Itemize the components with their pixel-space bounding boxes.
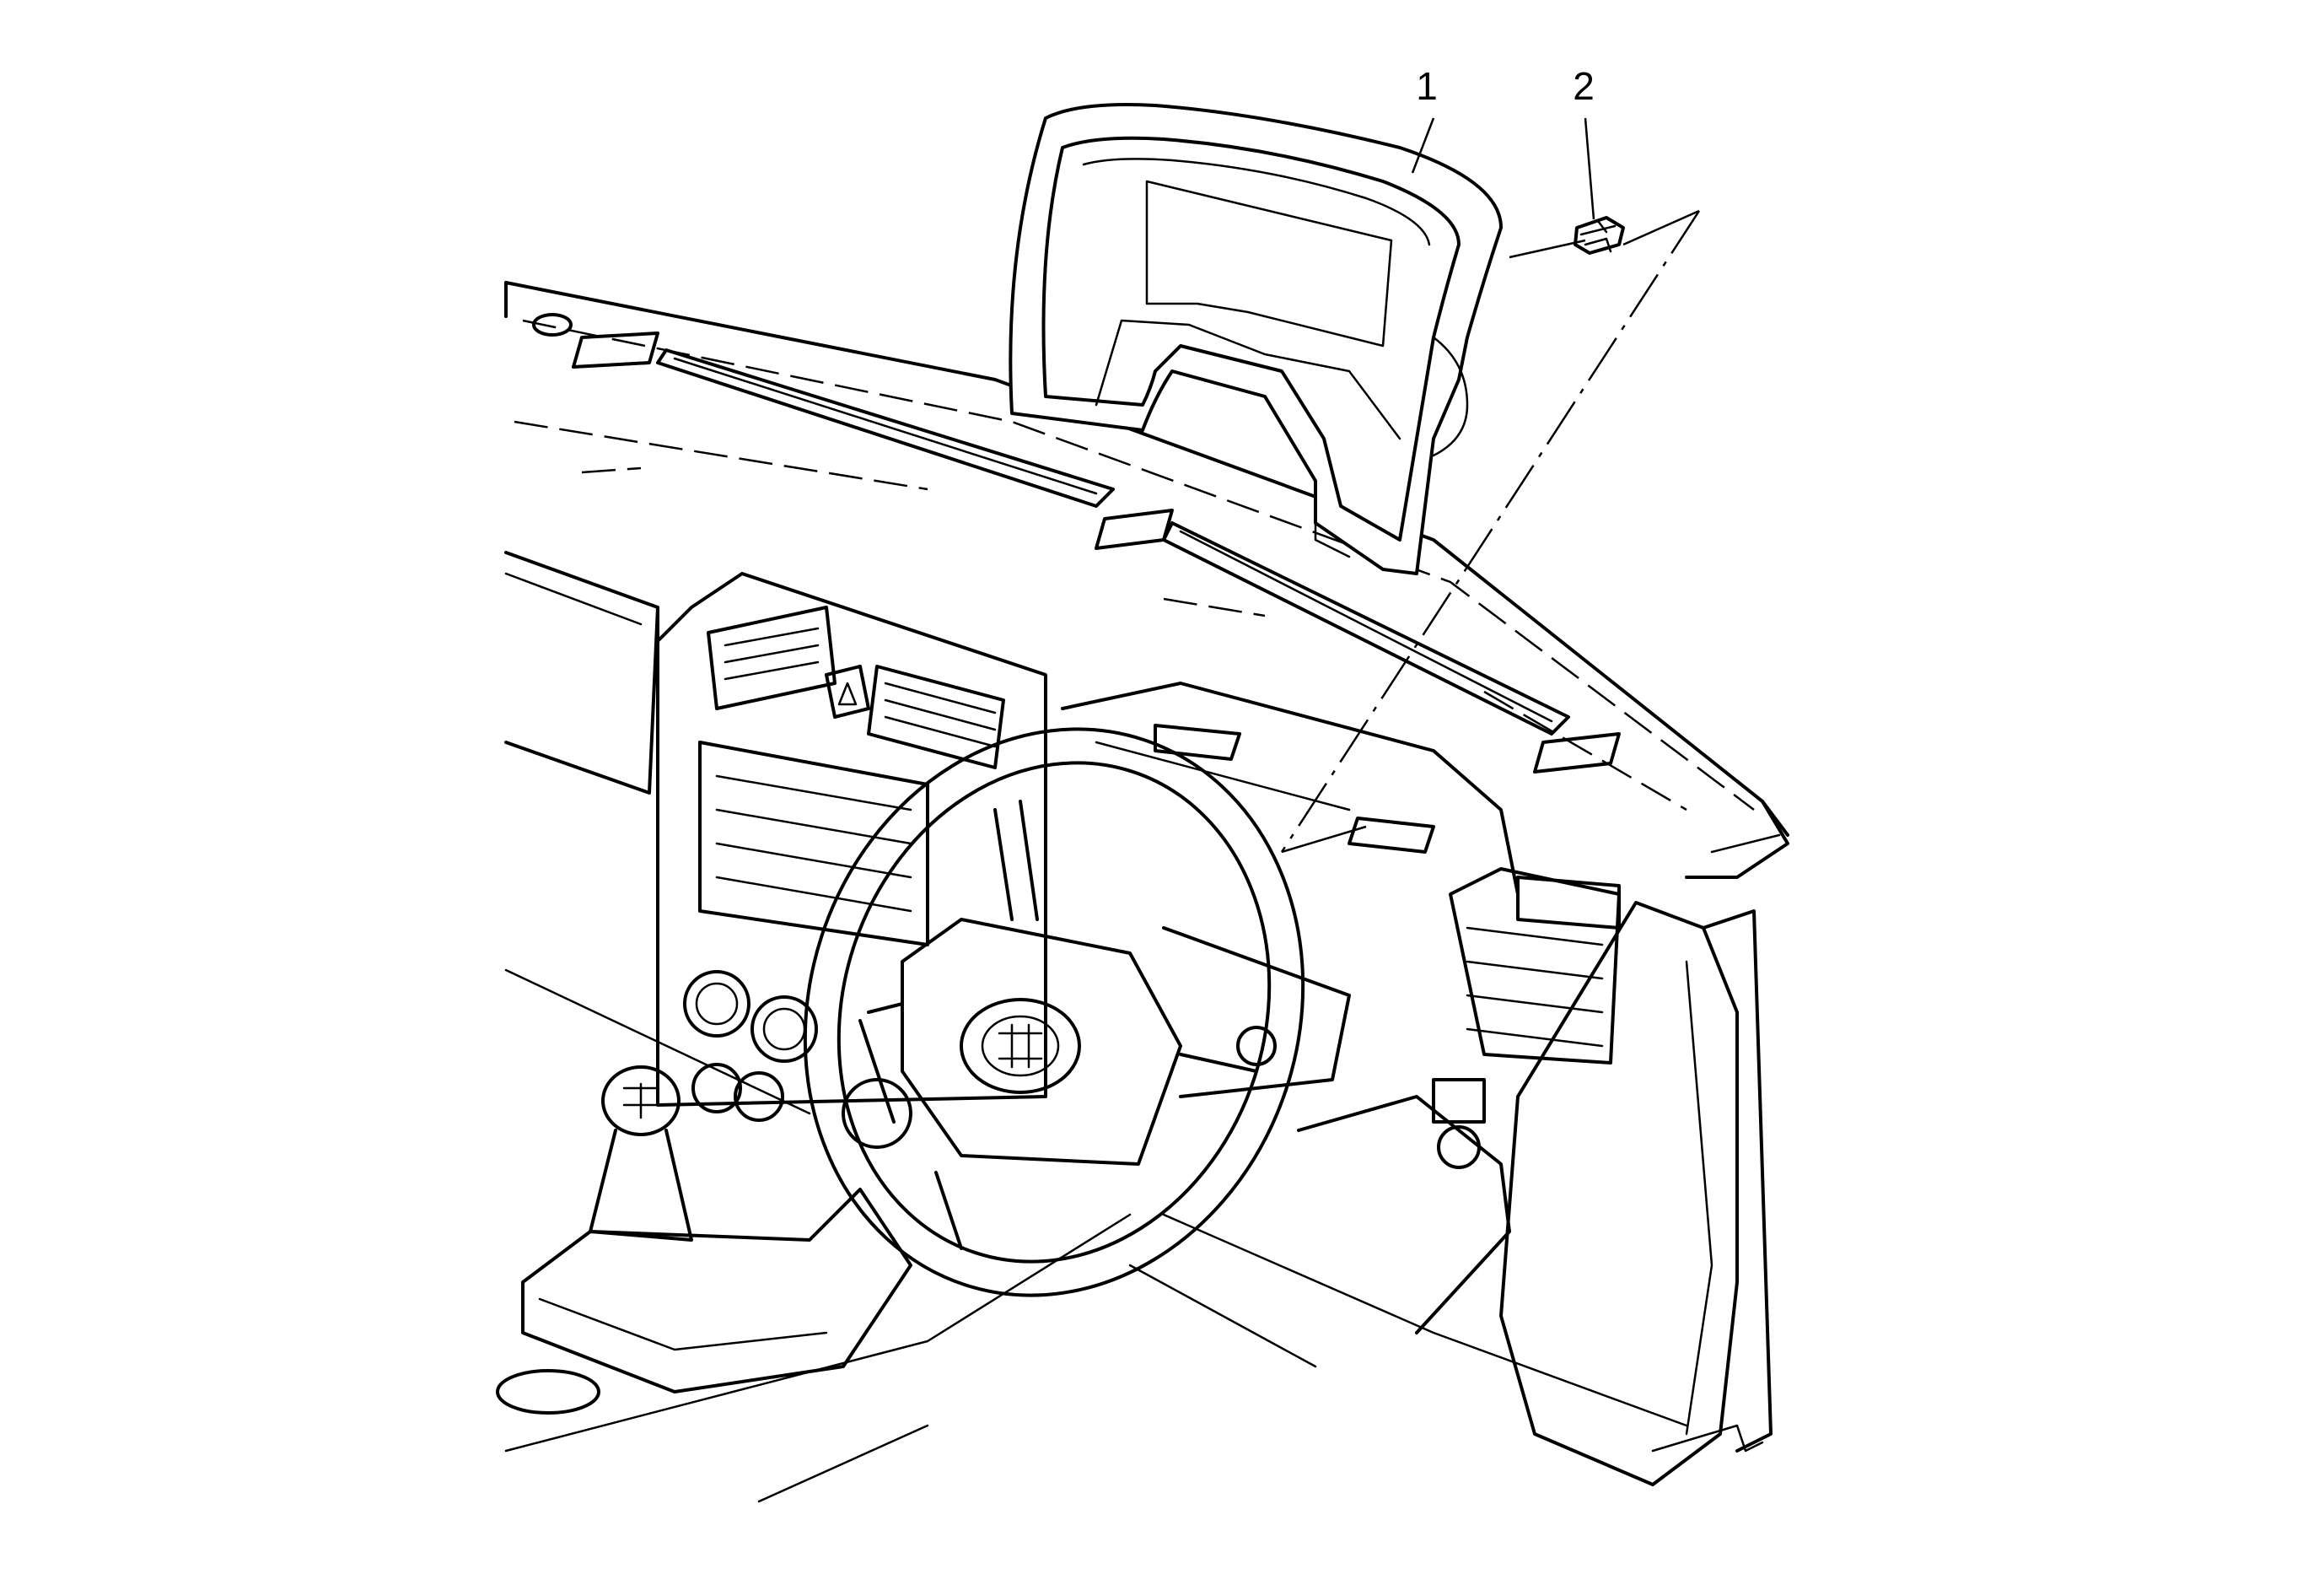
callout-2-label: 2 [1573,64,1595,108]
callout-1-label: 1 [1416,64,1438,108]
cluster-opening [1061,682,1520,896]
instrument-cluster-trim-bezel [1009,103,1503,575]
driver-knee-bolster [1128,1078,1688,1427]
right-outlet-and-end-cap [1449,867,1773,1486]
center-stack [656,572,1047,1122]
installation-leaders [1280,209,1701,854]
trim-retainer-clip [1574,216,1625,255]
instrument-panel-upper-trim [504,281,1789,879]
steering-wheel [803,727,1351,1297]
callout-leaders [1411,117,1595,220]
center-console [496,1065,1132,1503]
